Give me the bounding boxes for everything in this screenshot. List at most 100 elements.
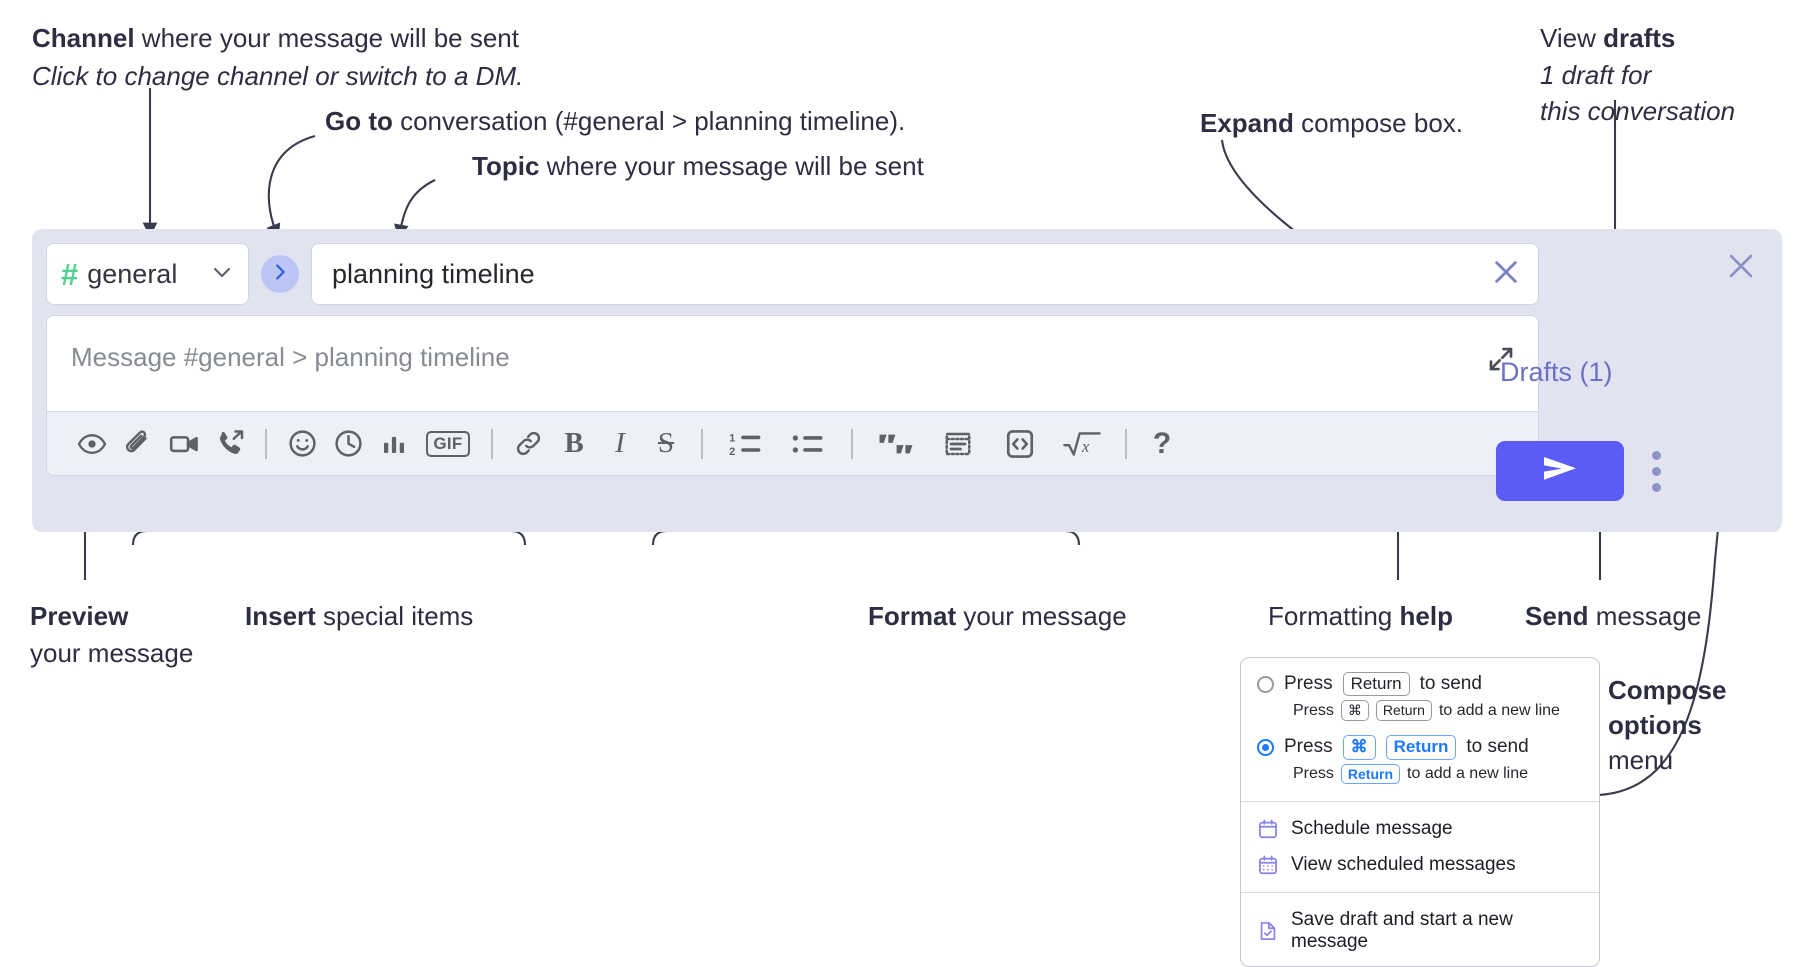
- option1-post: to send: [1419, 673, 1482, 695]
- menu-divider: [1241, 892, 1599, 894]
- option2-sub-pre: Press: [1293, 764, 1334, 782]
- bold-label: B: [564, 427, 584, 459]
- attachment-icon[interactable]: [115, 421, 161, 467]
- chevron-down-icon: [210, 260, 234, 289]
- option2-key2: Return: [1385, 735, 1457, 760]
- annotation-compose-options-bold1: Compose: [1608, 675, 1727, 705]
- toolbar-divider: [265, 428, 267, 459]
- chevron-right-icon: [269, 261, 291, 288]
- channel-selector[interactable]: # general: [46, 243, 249, 305]
- annotation-format-rest: your message: [956, 601, 1127, 631]
- option2-sub-key: Return: [1340, 763, 1401, 785]
- save-draft-icon: [1257, 920, 1279, 942]
- annotation-topic-bold: Topic: [472, 151, 540, 181]
- option1-sub-post: to add a new line: [1438, 701, 1560, 719]
- compose-header-row: # general planning timeline: [46, 243, 1539, 305]
- kebab-dot: [1652, 467, 1661, 476]
- annotation-drafts-plain: View: [1540, 23, 1604, 53]
- annotation-format: Format your message: [868, 600, 1127, 633]
- annotation-send-rest: message: [1588, 601, 1702, 631]
- expand-diagonal-icon[interactable]: [1486, 344, 1516, 379]
- menu-item-label: Schedule message: [1291, 818, 1453, 840]
- audio-call-icon[interactable]: [207, 421, 253, 467]
- drafts-link[interactable]: Drafts (1): [1500, 357, 1613, 387]
- annotation-help-plain: Formatting: [1268, 601, 1400, 631]
- link-icon[interactable]: [505, 421, 551, 467]
- annotation-preview-line2: your message: [30, 638, 194, 669]
- close-icon[interactable]: [1724, 249, 1758, 288]
- video-icon[interactable]: [161, 421, 207, 467]
- annotation-compose-options-plain: menu: [1608, 745, 1674, 776]
- annotation-goto-rest: conversation (#general > planning timeli…: [392, 106, 906, 136]
- menu-item-save-draft[interactable]: Save draft and start a new message: [1241, 902, 1599, 966]
- bulleted-list-icon[interactable]: [777, 421, 839, 467]
- svg-text:2: 2: [729, 445, 735, 457]
- compose-widget: # general planning timeline Message #gen…: [32, 229, 1782, 532]
- message-placeholder: Message #general > planning timeline: [71, 342, 510, 372]
- help-label: ?: [1152, 426, 1172, 460]
- annotation-insert: Insert special items: [245, 600, 473, 633]
- blockquote-icon[interactable]: [865, 421, 927, 467]
- help-icon[interactable]: ?: [1139, 421, 1185, 467]
- radio-unselected-icon: [1257, 675, 1274, 693]
- annotation-compose-options: Compose options menu: [1608, 673, 1726, 778]
- poll-icon[interactable]: [371, 421, 417, 467]
- annotation-channel-bold: Channel: [32, 23, 135, 53]
- option1-key: Return: [1342, 672, 1410, 697]
- option2-post: to send: [1466, 736, 1529, 758]
- math-icon[interactable]: x: [1051, 421, 1113, 467]
- code-block-icon[interactable]: [927, 421, 989, 467]
- svg-text:x: x: [1081, 437, 1090, 456]
- inline-code-icon[interactable]: [989, 421, 1051, 467]
- send-button[interactable]: [1496, 441, 1624, 501]
- toolbar-divider: [1125, 428, 1127, 459]
- menu-item-schedule-message[interactable]: Schedule message: [1241, 811, 1599, 847]
- toolbar-divider: [851, 428, 853, 459]
- preview-icon[interactable]: [69, 421, 115, 467]
- menu-sub-return: Press ⌘ Return to add a new line: [1241, 698, 1599, 729]
- annotation-help: Formatting help: [1268, 600, 1453, 633]
- clock-icon[interactable]: [325, 421, 371, 467]
- strike-label: S: [657, 427, 675, 459]
- emoji-icon[interactable]: [279, 421, 325, 467]
- svg-text:1: 1: [729, 432, 735, 444]
- kebab-dot: [1652, 483, 1661, 492]
- bold-icon[interactable]: B: [551, 421, 597, 467]
- topic-input[interactable]: planning timeline: [311, 243, 1539, 305]
- more-options-icon[interactable]: [1652, 451, 1661, 492]
- annotation-insert-rest: special items: [315, 601, 474, 631]
- send-paper-plane-icon: [1538, 452, 1582, 491]
- toolbar-divider: [701, 428, 703, 459]
- message-input[interactable]: Message #general > planning timeline: [46, 315, 1539, 412]
- calendar-icon: [1257, 818, 1279, 840]
- annotation-channel-rest: where your message will be sent: [134, 23, 519, 53]
- compose-right-pane: Drafts (1): [1482, 229, 1782, 532]
- option2-key1: ⌘: [1342, 735, 1376, 760]
- annotation-expand-bold: Expand: [1200, 108, 1294, 138]
- compose-main-column: # general planning timeline Message #gen…: [46, 243, 1539, 476]
- menu-radio-option-return[interactable]: Press Return to send: [1241, 670, 1599, 698]
- annotation-compose-options-bold2: options: [1608, 710, 1702, 741]
- menu-radio-option-cmd-return[interactable]: Press ⌘ Return to send: [1241, 733, 1599, 761]
- option1-pre: Press: [1284, 673, 1333, 695]
- annotation-format-bold: Format: [868, 601, 957, 631]
- radio-selected-icon: [1257, 738, 1274, 756]
- strikethrough-icon[interactable]: S: [643, 421, 689, 467]
- channel-name: general: [87, 258, 178, 289]
- close-icon[interactable]: [1490, 256, 1522, 293]
- compose-options-menu: Press Return to send Press ⌘ Return to a…: [1240, 657, 1600, 967]
- kebab-dot: [1652, 451, 1661, 460]
- hash-icon: #: [61, 256, 79, 292]
- italic-label: I: [615, 427, 625, 459]
- goto-conversation-button[interactable]: [261, 255, 299, 293]
- annotation-help-bold: help: [1399, 601, 1453, 631]
- annotation-channel-italic: Click to change channel or switch to a D…: [32, 61, 524, 92]
- annotation-drafts: View drafts 1 draft for this conversatio…: [1540, 22, 1735, 128]
- menu-item-view-scheduled-messages[interactable]: View scheduled messages: [1241, 847, 1599, 883]
- italic-icon[interactable]: I: [597, 421, 643, 467]
- calendar-grid-icon: [1257, 854, 1279, 876]
- gif-icon[interactable]: GIF: [417, 421, 479, 467]
- option2-sub-post: to add a new line: [1407, 764, 1529, 782]
- annotation-expand: Expand compose box.: [1200, 107, 1463, 140]
